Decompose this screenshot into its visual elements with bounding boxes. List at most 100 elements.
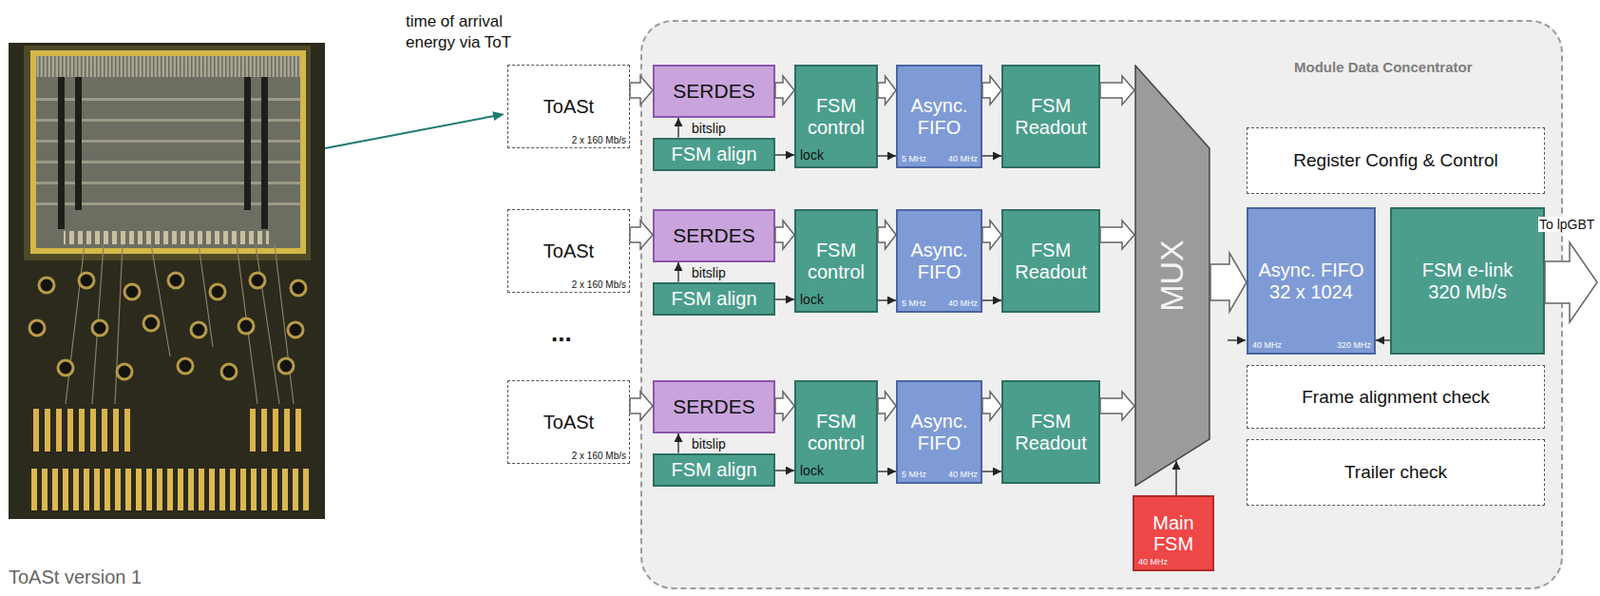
chip-input-box: ToASt2 x 160 Mb/s <box>507 380 630 464</box>
node-content: Frame alignment check <box>1247 365 1544 428</box>
box-label: SERDES <box>672 79 755 103</box>
node-content: Async. FIFO <box>897 210 981 311</box>
box-sublabel: 40 MHz <box>948 154 978 165</box>
edge-label: bitslip <box>691 265 726 281</box>
via-hole <box>92 320 108 336</box>
fsm-block: FSM e-link 320 Mb/s <box>1390 207 1545 355</box>
box-label: Main FSM <box>1138 512 1209 555</box>
via-hole <box>78 272 95 288</box>
node-content: SERDES <box>654 210 774 261</box>
box-label: FSM align <box>670 287 757 309</box>
main-fsm-box: Main FSM 40 MHz <box>1132 495 1215 572</box>
fsm-block: FSM Readout <box>1001 209 1101 313</box>
box-sublabel: 5 MHz <box>901 470 927 480</box>
via-hole <box>124 284 140 300</box>
box-label: FSM Readout <box>1007 410 1095 454</box>
box-sublabel: 2 x 160 Mb/s <box>571 450 627 461</box>
die-bar <box>244 76 251 210</box>
box-label: ToASt <box>543 95 594 117</box>
node-content: SERDES <box>654 66 774 116</box>
node-content: FSM align <box>654 455 774 485</box>
via-hole <box>221 363 237 380</box>
gold-pads <box>27 468 310 511</box>
mux-trapezoid <box>1135 65 1210 486</box>
fsm-block: FSM align <box>652 282 776 316</box>
via-hole <box>278 358 294 374</box>
module-group: Module Data ConcentratorSERDESFSM alignF… <box>640 19 1563 590</box>
node-content: FSM Readout <box>1003 381 1099 482</box>
via-hole <box>177 358 193 374</box>
function-box: Register Config & Control <box>1246 127 1545 194</box>
output-label: To lpGBT <box>1538 216 1596 232</box>
chip-input-box: ToASt 2 x 160 Mb/s <box>507 209 630 293</box>
fsm-block: FSM align <box>652 453 776 487</box>
fifo-block: Async. FIFO 32 x 102440 MHz320 MHz <box>1246 207 1376 355</box>
fifo-block: Async. FIFO 5 MHz 40 MHz <box>895 64 983 169</box>
node-content: Async. FIFO <box>897 381 981 482</box>
box-label: ToASt <box>543 240 594 262</box>
leader-arrow <box>324 115 495 149</box>
photo-ground <box>8 42 325 519</box>
die-rim <box>30 50 306 254</box>
box-sublabel: 40 MHz <box>1252 341 1282 351</box>
fsm-block: FSM Readout <box>1001 380 1101 484</box>
box-label: FSM control <box>800 239 873 283</box>
die-shadow <box>23 45 311 261</box>
via-hole <box>168 272 184 288</box>
box-sublabel: 40 MHz <box>948 299 978 309</box>
mux-label: MUX <box>1154 239 1190 312</box>
via-hole <box>116 363 133 380</box>
box-label: FSM align <box>670 143 757 165</box>
group-title: Module Data Concentrator <box>1294 59 1473 77</box>
box-sublabel: 5 MHz <box>901 299 927 309</box>
serdes-block: SERDES <box>652 64 776 118</box>
via-hole <box>57 360 74 376</box>
node-content: FSM align <box>654 139 774 170</box>
node-content: Async. FIFO 32 x 1024 <box>1248 209 1374 353</box>
box-label: FSM control <box>800 95 873 138</box>
box-sublabel: 40 MHz <box>948 470 978 480</box>
node-content: FSM Readout <box>1003 210 1099 311</box>
fifo-block: Async. FIFO5 MHz 40 MHz <box>895 209 983 313</box>
die-bar <box>75 76 82 210</box>
box-label: Trailer check <box>1344 461 1448 482</box>
function-box: Trailer check <box>1246 438 1545 506</box>
via-hole <box>29 320 45 336</box>
box-label: FSM Readout <box>1007 239 1095 283</box>
mux-shape: MUX <box>1134 64 1211 487</box>
via-hole <box>249 272 266 288</box>
via-hole <box>209 284 226 300</box>
gold-pads <box>249 408 307 452</box>
edge-label: lock <box>800 291 824 307</box>
box-sublabel: 5 MHz <box>901 154 927 165</box>
box-label: FSM control <box>800 410 873 454</box>
gold-pads <box>27 408 134 452</box>
via-hole <box>290 280 306 296</box>
bond-wires <box>65 244 294 404</box>
die-bar <box>57 76 65 229</box>
box-sublabel: 40 MHz <box>1138 557 1168 568</box>
serdes-block: SERDES <box>652 209 776 263</box>
box-label: Async. FIFO 32 x 1024 <box>1253 259 1370 303</box>
box-label: SERDES <box>672 224 755 248</box>
fsm-block: FSM align <box>652 137 776 172</box>
fifo-block: Async. FIFO5 MHz 40 MHz <box>895 380 983 484</box>
box-label: Async. FIFO <box>901 95 977 138</box>
annotation-text: time of arrival <box>405 12 503 32</box>
edge-label: lock <box>800 462 824 478</box>
via-hole <box>143 315 159 331</box>
box-label: FSM e-link 320 Mb/s <box>1414 259 1522 303</box>
die-pads <box>63 230 269 245</box>
die-top-band <box>36 56 301 77</box>
node-content: FSM e-link 320 Mb/s <box>1391 209 1543 353</box>
annotation-text: energy via ToT <box>405 33 512 53</box>
chip-input-box: ToASt 2 x 160 Mb/s <box>507 64 630 149</box>
edge-label: bitslip <box>691 120 726 136</box>
box-sublabel: 2 x 160 Mb/s <box>571 279 627 290</box>
box-label: FSM Readout <box>1007 95 1095 138</box>
node-content: Register Config & Control <box>1247 128 1544 193</box>
node-content: Async. FIFO <box>897 66 981 167</box>
chip-photo <box>8 42 325 519</box>
box-sublabel: 2 x 160 Mb/s <box>571 134 627 146</box>
